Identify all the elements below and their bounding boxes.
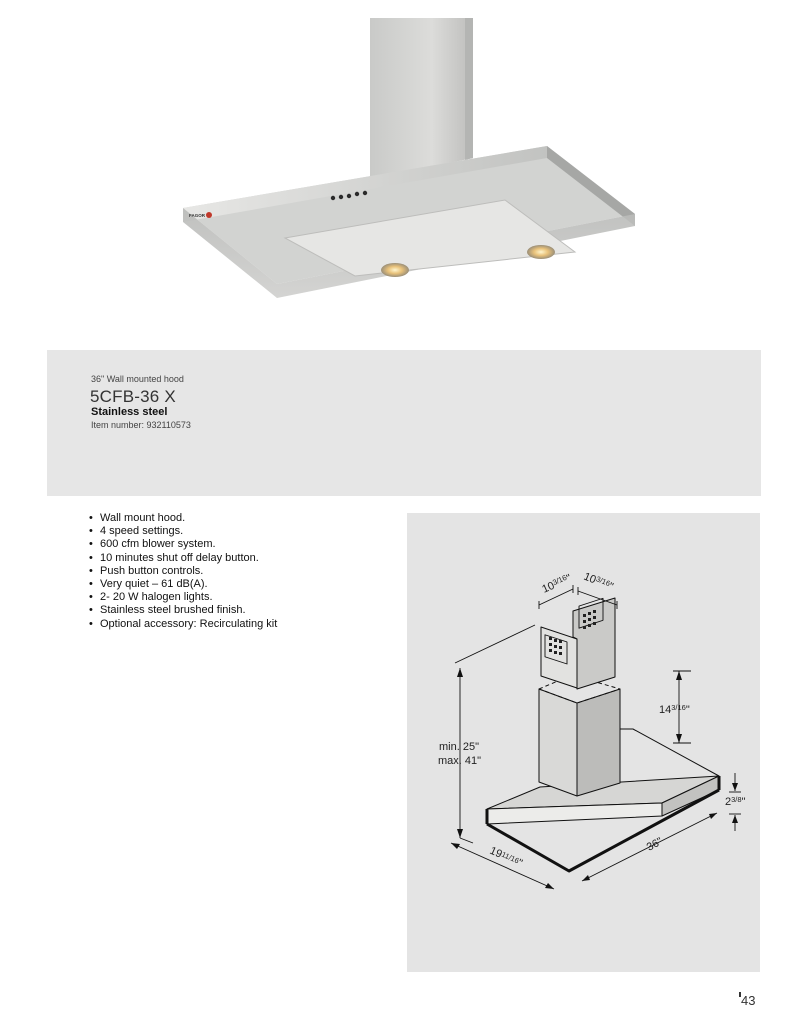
dim-chimney-width-b: 103/16"	[582, 570, 615, 594]
dim-width: 36"	[645, 835, 665, 853]
product-photo: FAGOR	[165, 18, 680, 318]
product-info-band: 36" Wall mounted hood 5CFB-36 X Stainles…	[47, 350, 761, 496]
control-buttons	[330, 190, 368, 201]
dimension-diagram: 103/16" 103/16" 143/16" min. 25" max. 41…	[407, 513, 760, 972]
product-model: 5CFB-36 X	[90, 387, 176, 406]
feature-item: 600 cfm blower system.	[88, 538, 277, 551]
product-finish: Stainless steel	[91, 406, 168, 418]
feature-item: 10 minutes shut off delay button.	[88, 552, 277, 565]
brand-logo-icon	[206, 212, 212, 218]
dim-canopy-thickness: 23/8"	[725, 795, 746, 808]
feature-list: Wall mount hood. 4 speed settings. 600 c…	[88, 512, 277, 631]
hood-illustration: FAGOR	[183, 18, 635, 298]
dim-height-max: max. 41"	[438, 755, 481, 767]
dim-height-min: min. 25"	[439, 741, 479, 753]
page-number: 43	[741, 993, 756, 1008]
product-category: 36" Wall mounted hood	[91, 374, 184, 384]
feature-item: Optional accessory: Recirculating kit	[88, 618, 277, 631]
feature-item: Stainless steel brushed finish.	[88, 604, 277, 617]
feature-item: 2- 20 W halogen lights.	[88, 591, 277, 604]
feature-item: Push button controls.	[88, 565, 277, 578]
brand-text: FAGOR	[189, 213, 206, 218]
dim-depth: 1911/16"	[488, 845, 524, 870]
page-number-mark	[739, 992, 741, 997]
item-number: Item number: 932110573	[91, 420, 191, 430]
feature-item: Very quiet – 61 dB(A).	[88, 578, 277, 591]
feature-item: 4 speed settings.	[88, 525, 277, 538]
dim-chimney-width-a: 103/16"	[540, 571, 573, 595]
feature-item: Wall mount hood.	[88, 512, 277, 525]
hood-line-drawing: 103/16" 103/16" 143/16" min. 25" max. 41…	[438, 570, 746, 890]
dim-upper-height: 143/16"	[659, 703, 690, 716]
